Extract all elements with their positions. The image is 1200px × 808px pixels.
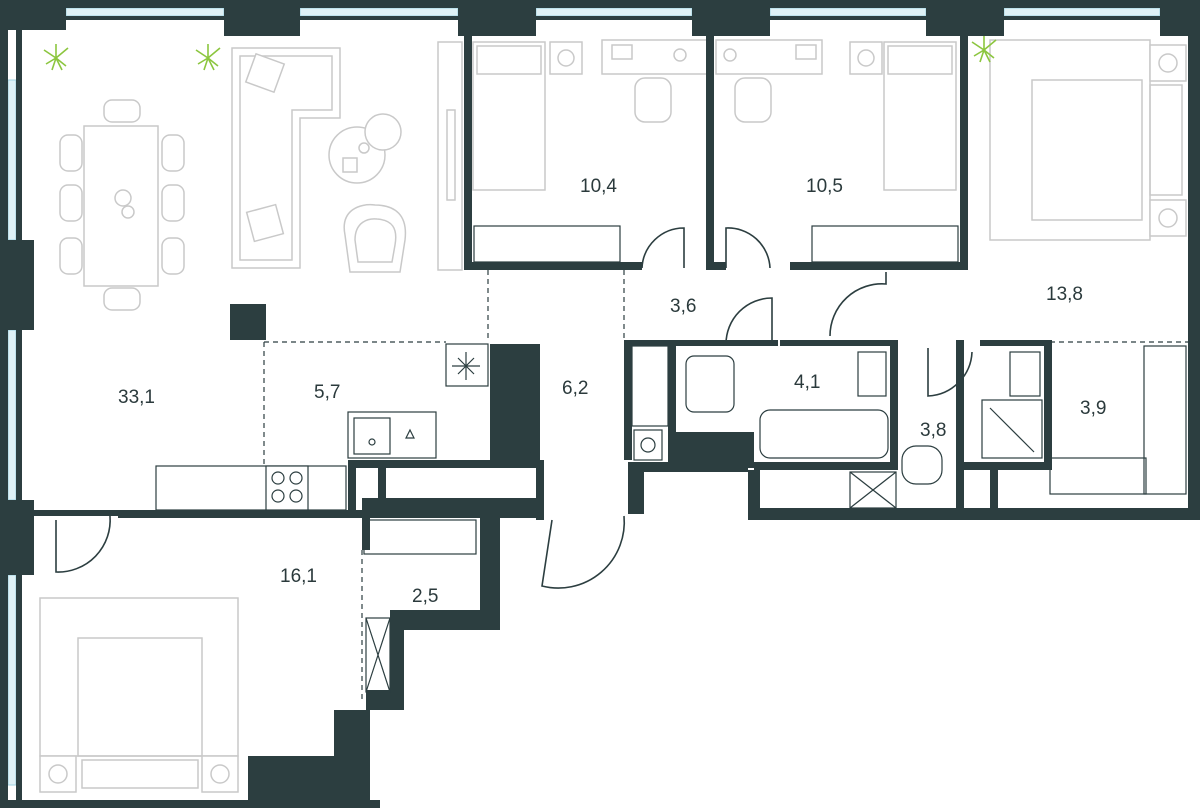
room-area-bedroom-1: 10,4 xyxy=(580,176,617,197)
bedroom-1-furniture xyxy=(472,39,709,191)
room-area-wardrobe-lower: 2,5 xyxy=(412,586,438,607)
room-area-bathroom-2: 3,8 xyxy=(920,420,946,441)
fixtures xyxy=(155,225,1187,693)
room-area-bathroom-1: 4,1 xyxy=(794,372,820,393)
room-area-living: 33,1 xyxy=(118,387,155,408)
closet-hatching xyxy=(363,225,1187,555)
room-area-hall-upper: 3,6 xyxy=(670,296,696,317)
armchair xyxy=(343,203,407,273)
sofa xyxy=(231,47,341,269)
bedroom-2-furniture xyxy=(715,39,957,191)
room-area-kitchen: 5,7 xyxy=(314,382,340,403)
zone-lines xyxy=(263,270,1188,700)
room-area-bedroom-2: 10,5 xyxy=(806,176,843,197)
doors xyxy=(55,227,973,589)
room-area-wardrobe-right: 3,9 xyxy=(1080,398,1106,419)
tv-unit xyxy=(437,41,463,271)
coffee-table xyxy=(328,113,402,184)
master-bedroom-furniture xyxy=(989,39,1187,241)
bedroom-3-furniture xyxy=(39,597,239,793)
plant-icons xyxy=(43,36,997,71)
room-area-bedroom-3: 16,1 xyxy=(280,566,317,587)
room-labels: 33,1 5,7 10,4 10,5 3,6 6,2 4,1 13,8 3,8 … xyxy=(118,176,1106,607)
dining-table xyxy=(59,99,185,311)
furniture-layer xyxy=(39,36,1187,793)
room-area-corridor: 6,2 xyxy=(562,378,588,399)
room-area-master-bedroom: 13,8 xyxy=(1046,284,1083,305)
